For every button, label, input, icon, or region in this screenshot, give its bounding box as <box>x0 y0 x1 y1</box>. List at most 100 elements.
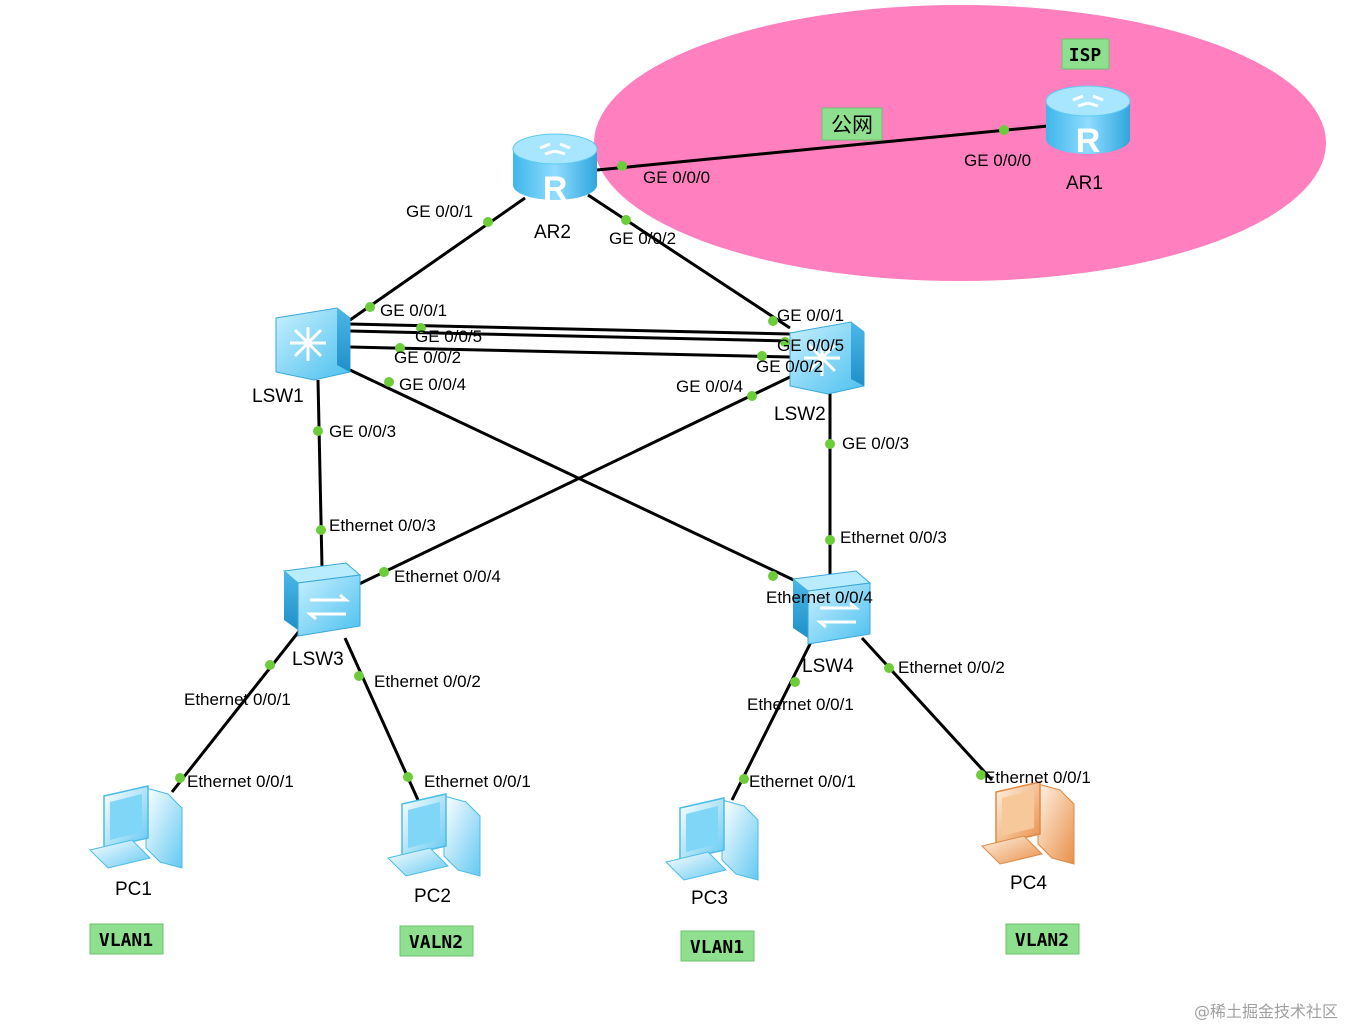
link-lsw2-lsw3 <box>356 375 791 587</box>
port-label: Ethernet 0/0/1 <box>747 695 854 714</box>
switch-arrows-icon <box>804 342 840 376</box>
port-label: GE 0/0/3 <box>842 434 909 453</box>
svg-text:VLAN2: VLAN2 <box>1015 930 1069 951</box>
link-lsw3-pc1 <box>170 629 302 793</box>
svg-text:ISP: ISP <box>1069 45 1102 66</box>
pc-keyboard <box>665 851 727 881</box>
isp-zone <box>594 5 1326 281</box>
device-name-ar2: AR2 <box>534 222 571 243</box>
link-lsw4-pc4 <box>860 636 994 782</box>
port-label: GE 0/0/0 <box>643 168 710 187</box>
port-label: Ethernet 0/0/4 <box>394 567 501 586</box>
router-r-glyph: R <box>1076 122 1101 160</box>
pc-tower <box>721 799 759 881</box>
link-ar2-lsw2 <box>587 193 791 330</box>
port-label: GE 0/0/5 <box>415 327 482 346</box>
device-name-pc4: PC4 <box>1010 873 1047 894</box>
link-lsw1-lsw2-ge005 <box>349 329 791 343</box>
svg-text:VLAN1: VLAN1 <box>690 937 744 958</box>
device-name-lsw4: LSW4 <box>802 656 854 677</box>
switch-side <box>337 308 350 372</box>
port-label: GE 0/0/5 <box>777 336 844 355</box>
pc-pc1[interactable]: PC1 <box>89 785 183 900</box>
port-label: Ethernet 0/0/1 <box>424 772 531 791</box>
switch-face <box>807 582 871 645</box>
links <box>170 124 1049 801</box>
device-name-pc2: PC2 <box>414 886 451 907</box>
vlan-tag-pc1: VLAN1 <box>89 923 164 955</box>
svg-text:VLAN1: VLAN1 <box>99 930 153 951</box>
svg-text:VALN2: VALN2 <box>409 932 463 953</box>
pc-pc2[interactable]: PC2 <box>387 793 481 907</box>
switch-lsw4[interactable]: LSW4 <box>791 570 872 677</box>
pc-pc4[interactable]: PC4 <box>981 781 1075 894</box>
router-top <box>512 133 598 165</box>
switch-side <box>851 322 864 386</box>
switch-arrows-icon <box>815 601 861 629</box>
pc-tower <box>443 795 481 877</box>
pc-keyboard <box>981 835 1043 865</box>
pc-screen <box>1002 790 1034 836</box>
port-label: Ethernet 0/0/2 <box>898 658 1005 677</box>
watermark: @稀土掘金技术社区 <box>1194 1002 1338 1021</box>
router-arrows-icon <box>1072 94 1104 108</box>
link-lsw4-pc3 <box>730 639 814 801</box>
link-ar2-ar1 <box>596 124 1049 172</box>
pc-tower <box>1037 783 1075 865</box>
port-label: GE 0/0/4 <box>676 377 743 396</box>
port-label: GE 0/0/1 <box>777 306 844 325</box>
isp-tag: ISP <box>1061 38 1110 70</box>
vlan-tag-pc2: VALN2 <box>399 925 474 957</box>
pc-pc3[interactable]: PC3 <box>665 797 759 909</box>
device-name-lsw1: LSW1 <box>252 386 304 407</box>
device-name-ar1: AR1 <box>1066 173 1103 194</box>
port-label: Ethernet 0/0/3 <box>840 528 947 547</box>
switch-arrows-icon <box>290 327 326 361</box>
link-ar2-lsw1 <box>349 196 526 322</box>
switch-lsw1[interactable]: LSW1 <box>252 307 351 407</box>
pc-screen <box>686 806 718 852</box>
port-label: Ethernet 0/0/1 <box>984 768 1091 787</box>
device-name-lsw3: LSW3 <box>292 649 344 670</box>
link-lsw1-lsw4 <box>349 368 801 585</box>
port-label: GE 0/0/0 <box>964 151 1031 170</box>
switch-lsw3[interactable]: LSW3 <box>282 562 362 670</box>
router-ar1[interactable]: R AR1 <box>1045 85 1131 194</box>
port-label: GE 0/0/3 <box>329 422 396 441</box>
svg-text:公网: 公网 <box>831 113 873 137</box>
device-name-lsw2: LSW2 <box>774 404 826 425</box>
router-arrows-icon <box>539 142 571 156</box>
port-label: Ethernet 0/0/1 <box>184 690 291 709</box>
pc-tower <box>145 787 183 869</box>
router-r-glyph: R <box>543 170 568 208</box>
pc-keyboard <box>387 847 449 877</box>
link-lsw1-lsw2-ge002 <box>349 345 791 359</box>
switch-front <box>793 579 808 638</box>
vlan-tag-pc3: VLAN1 <box>680 930 755 962</box>
device-name-pc3: PC3 <box>691 888 728 909</box>
switch-face <box>297 574 361 637</box>
port-label: Ethernet 0/0/4 <box>766 588 873 607</box>
pc-keyboard <box>89 839 151 869</box>
port-label: GE 0/0/1 <box>406 202 473 221</box>
port-label: GE 0/0/4 <box>399 375 466 394</box>
pc-screen <box>408 802 440 848</box>
port-label: GE 0/0/1 <box>380 301 447 320</box>
router-ar2[interactable]: R AR2 <box>512 133 598 243</box>
vlan-tag-pc4: VLAN2 <box>1005 923 1080 955</box>
port-label: Ethernet 0/0/3 <box>329 516 436 535</box>
port-label: GE 0/0/2 <box>609 229 676 248</box>
port-label: Ethernet 0/0/1 <box>187 772 294 791</box>
pc-screen <box>110 794 142 840</box>
link-lsw1-lsw3 <box>316 379 324 568</box>
public-network-tag: 公网 <box>821 107 883 141</box>
switch-front <box>284 571 298 630</box>
port-label: Ethernet 0/0/1 <box>749 772 856 791</box>
port-labels: GE 0/0/0 GE 0/0/0 GE 0/0/1 GE 0/0/2 GE 0… <box>184 151 1091 791</box>
port-label: GE 0/0/2 <box>756 357 823 376</box>
router-top <box>1045 85 1131 117</box>
device-name-pc1: PC1 <box>115 879 152 900</box>
port-dots <box>175 125 1009 784</box>
switch-lsw2[interactable]: LSW2 <box>774 321 865 425</box>
